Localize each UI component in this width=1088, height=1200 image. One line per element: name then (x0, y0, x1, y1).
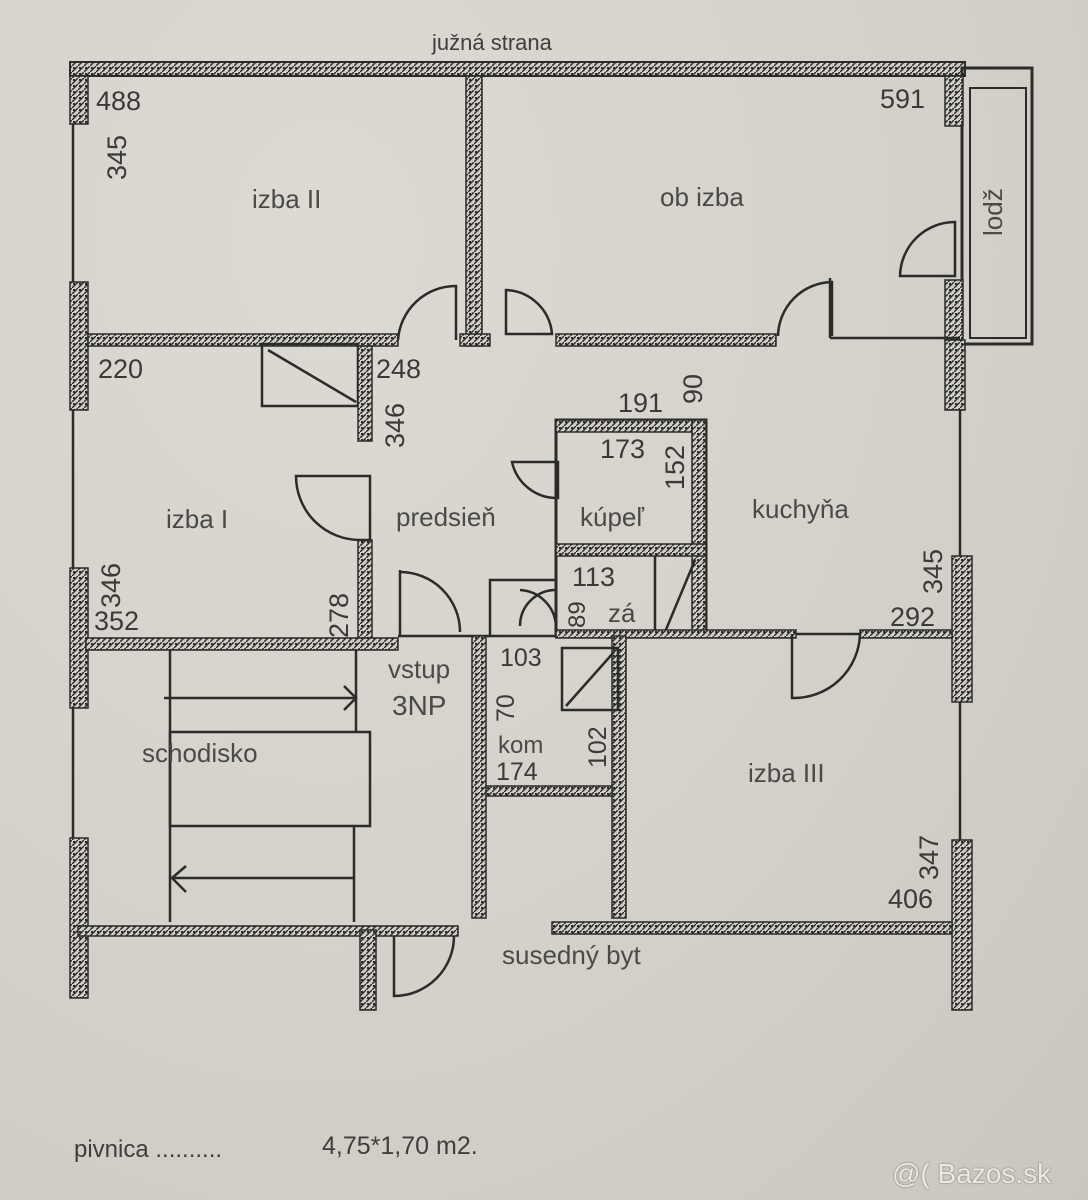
room-label-izba-i: izba I (166, 504, 229, 534)
room-label-kom: kom (498, 732, 544, 759)
room-label-ob-izba: ob izba (660, 182, 744, 212)
dim-izba-i-height: 346 (96, 562, 126, 608)
watermark: @( Bazos.sk (892, 1158, 1052, 1189)
room-label-floor: 3NP (392, 690, 447, 721)
cellar-size: 4,75*1,70 m2. (322, 1132, 478, 1160)
room-label-kuchyna: kuchyňa (752, 494, 849, 524)
cellar-label: pivnica .......... (74, 1136, 223, 1163)
dim-izba-i-width: 352 (94, 606, 140, 636)
dim-vstup-width: 103 (500, 644, 542, 672)
room-label-vstup: vstup (388, 654, 451, 684)
wall-south (69, 61, 966, 77)
dim-predsien-top: 248 (376, 354, 422, 384)
room-label-lodz: lodž (978, 188, 1008, 236)
dim-izba-iii-width: 406 (888, 884, 934, 914)
dim-izba-iii-height: 347 (914, 834, 944, 880)
room-label-schodisko: schodisko (142, 738, 258, 768)
dim-izba-ii-height: 345 (102, 134, 132, 180)
dim-izba-ii-width: 488 (96, 86, 142, 116)
dim-izba-i-top: 220 (98, 354, 144, 384)
room-label-predsien: predsieň (396, 502, 496, 532)
dim-predsien-height: 346 (380, 402, 410, 448)
dim-ob-izba-width: 591 (880, 84, 926, 114)
room-label-kupel: kúpeľ (580, 502, 644, 532)
room-label-izba-iii: izba III (748, 758, 825, 788)
room-label-susedny-byt: susedný byt (502, 940, 641, 970)
room-label-izba-ii: izba II (252, 184, 322, 214)
dim-kom-width: 174 (496, 758, 538, 786)
room-label-za: zá (608, 598, 636, 628)
dim-kupel-height: 152 (660, 444, 690, 490)
dim-kupel-side: 90 (678, 373, 708, 404)
orientation-label: južná strana (432, 30, 552, 55)
dim-kuchyna-height: 345 (918, 548, 948, 594)
dim-predsien-left: 278 (324, 592, 354, 638)
dim-kupel-outer: 191 (618, 388, 664, 418)
dim-kuchyna-width: 292 (890, 602, 936, 632)
dim-kupel-width: 173 (600, 434, 646, 464)
dim-kom-height: 70 (492, 694, 520, 722)
dim-za-height: 89 (564, 601, 591, 628)
dim-za-width: 113 (572, 562, 616, 592)
dim-kom-right: 102 (584, 726, 612, 768)
